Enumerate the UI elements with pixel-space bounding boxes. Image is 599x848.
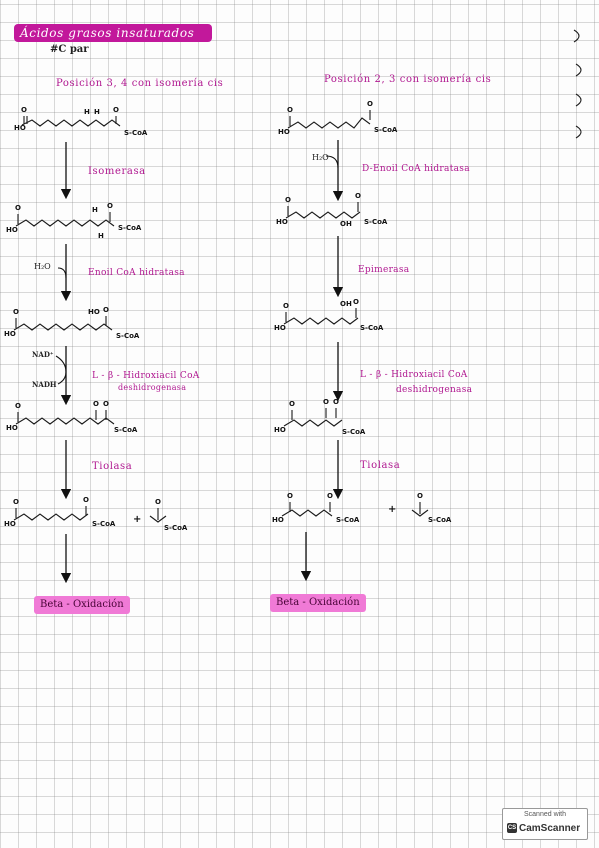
o-label: O [327, 492, 333, 500]
o-label: O [367, 100, 373, 108]
o-label: O [15, 402, 21, 410]
ho-label: HO [6, 424, 18, 432]
scoa-label: S-CoA [124, 129, 148, 137]
scoa-label: S-CoA [118, 224, 142, 232]
o-label: O [13, 498, 19, 506]
o-label: O [417, 492, 423, 500]
left-heading: Posición 3, 4 con isomería cis [56, 78, 224, 89]
ho-label: HO [272, 516, 284, 524]
o-label: O [155, 498, 161, 506]
left-molecule-5: HO O O S-CoA + O S-CoA [4, 496, 188, 532]
o-label: O [21, 106, 27, 114]
o-label: O [107, 202, 113, 210]
o-label: O [289, 400, 295, 408]
h-label: H [98, 232, 104, 240]
right-water-label: H₂O [312, 153, 329, 162]
h-label: H [84, 108, 90, 116]
scanned-with-label: Scanned with [523, 811, 567, 818]
right-molecule-4: HO O O O S-CoA [274, 398, 366, 436]
camscanner-label: CamScanner [519, 823, 581, 834]
right-molecule-1: HO O O S-CoA [278, 100, 398, 136]
scoa-label: S-CoA [342, 428, 366, 436]
o-label: O [333, 398, 339, 406]
scoa-label: S-CoA [336, 516, 360, 524]
left-molecule-1: HO O H H O S-CoA [14, 106, 148, 137]
right-enzyme-tiolasa: Tiolasa [360, 460, 401, 471]
left-enzyme-deshidrogenasa-1: L - β - Hidroxiacil CoA [92, 371, 200, 381]
left-result-badge: Beta - Oxidación [34, 596, 130, 614]
ho-label: HO [274, 426, 286, 434]
right-molecule-3: HO O OH O S-CoA [274, 298, 384, 332]
scoa-label: S-CoA [116, 332, 140, 340]
o-label: O [103, 306, 109, 314]
ho-label: HO [276, 218, 288, 226]
o-label: O [15, 204, 21, 212]
o-label: O [287, 106, 293, 114]
ho-label: HO [14, 124, 26, 132]
scoa-label: S-CoA [364, 218, 388, 226]
nad-label: NAD⁺ [32, 350, 54, 359]
scoa-label: S-CoA [114, 426, 138, 434]
left-enzyme-deshidrogenasa-2: deshidrogenasa [118, 383, 187, 392]
right-enzyme-epimerasa: Epimerasa [358, 265, 410, 275]
o-label: O [323, 398, 329, 406]
camscanner-logo-icon: CS [507, 823, 517, 834]
binder-rings [573, 29, 582, 139]
right-enzyme-deshidrogenasa-1: L - β - Hidroxiacil CoA [360, 370, 468, 380]
oh-label: OH [340, 300, 352, 308]
right-enzyme-deshidrogenasa-2: deshidrogenasa [396, 385, 473, 395]
left-molecule-2: HO O H H O S-CoA [6, 202, 142, 240]
scoa-label: S-CoA [428, 516, 452, 524]
right-molecule-5: HO O O S-CoA + O S-CoA [272, 492, 452, 524]
right-molecule-2: HO O OH O S-CoA [276, 192, 388, 228]
scoa-label: S-CoA [92, 520, 116, 528]
scoa-label: S-CoA [360, 324, 384, 332]
right-result-badge: Beta - Oxidación [270, 594, 366, 612]
scoa-label: S-CoA [374, 126, 398, 134]
left-water-label: H₂O [34, 262, 51, 271]
left-enzyme-tiolasa: Tiolasa [92, 461, 133, 472]
right-enzyme-hidratasa: D-Enoil CoA hidratasa [362, 164, 470, 174]
ho-label: HO [88, 308, 100, 316]
o-label: O [353, 298, 359, 306]
oh-label: OH [340, 220, 352, 228]
nadh-label: NADH [32, 380, 57, 389]
o-label: O [93, 400, 99, 408]
page-title: Ácidos grasos insaturados [14, 24, 212, 42]
o-label: O [83, 496, 89, 504]
h-label: H [94, 108, 100, 116]
subtitle: #C par [50, 44, 89, 55]
h-label: H [92, 206, 98, 214]
ho-label: HO [278, 128, 290, 136]
left-enzyme-isomerasa: Isomerasa [88, 166, 146, 177]
o-label: O [355, 192, 361, 200]
ho-label: HO [274, 324, 286, 332]
o-label: O [285, 196, 291, 204]
o-label: O [13, 308, 19, 316]
plus-sign: + [133, 514, 141, 525]
ho-label: HO [6, 226, 18, 234]
left-molecule-4: HO O O O S-CoA [6, 400, 138, 434]
ho-label: HO [4, 520, 16, 528]
right-heading: Posición 2, 3 con isomería cis [324, 74, 492, 85]
o-label: O [103, 400, 109, 408]
o-label: O [113, 106, 119, 114]
plus-sign: + [388, 504, 396, 515]
left-enzyme-hidratasa: Enoil CoA hidratasa [88, 268, 185, 278]
o-label: O [283, 302, 289, 310]
o-label: O [287, 492, 293, 500]
scoa-label: S-CoA [164, 524, 188, 532]
left-molecule-3: HO O HO O S-CoA [4, 306, 140, 340]
ho-label: HO [4, 330, 16, 338]
